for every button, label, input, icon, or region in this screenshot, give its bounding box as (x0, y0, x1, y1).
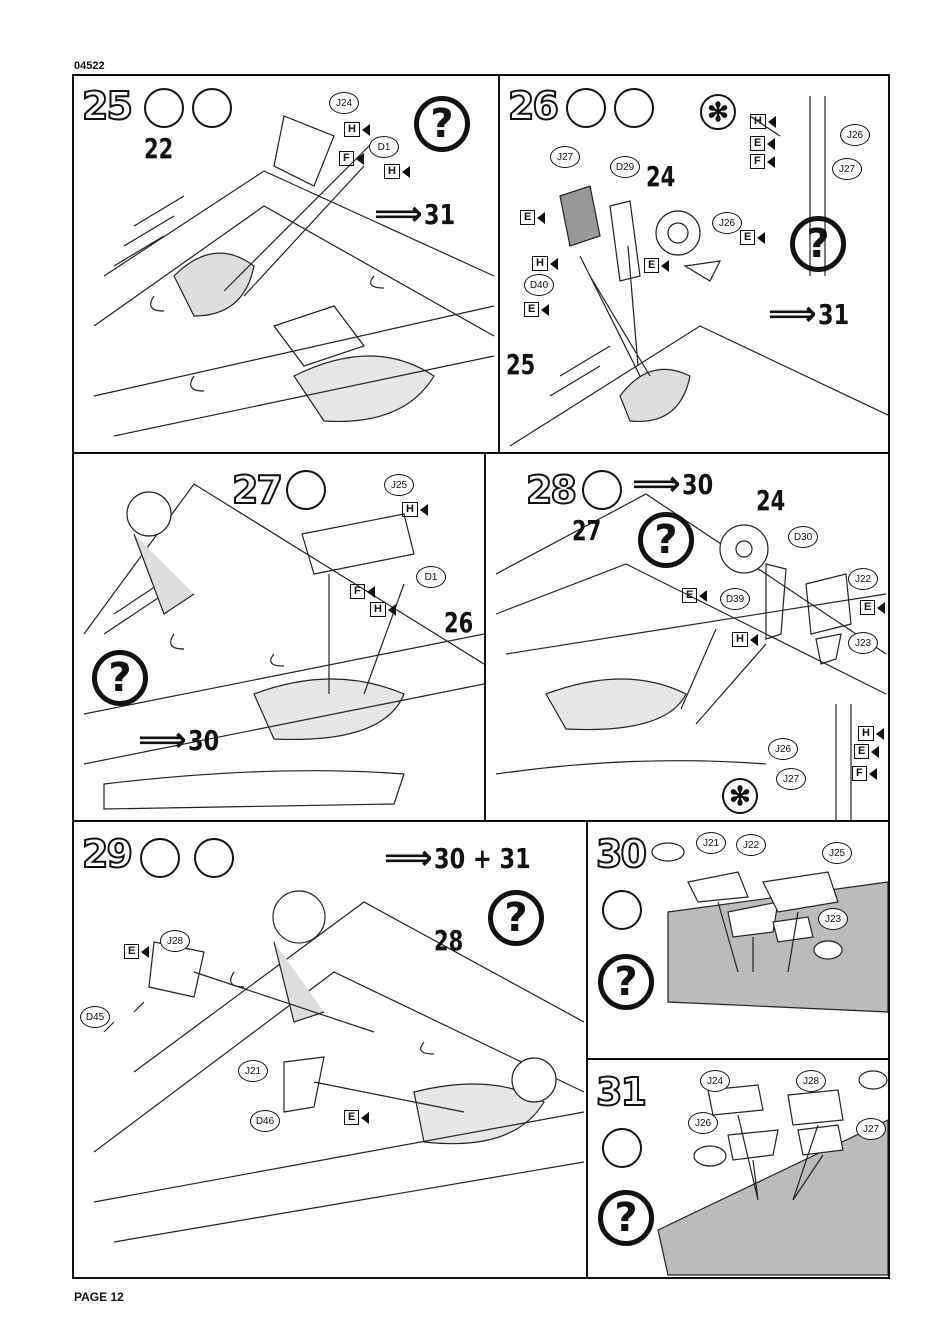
glue-icon (144, 88, 184, 128)
decal-flag: E (854, 744, 879, 759)
step-number: 27 (232, 468, 281, 512)
step-29-panel: 29 ⟹30 + 31 ? 28 J28 D45 J21 D46 E E (72, 820, 588, 1279)
step-25-panel: 25 22 J24 D1 H F H ? ⟹31 (72, 74, 500, 454)
goto-step-ref: ⟹30 (138, 720, 227, 760)
step-number: 26 (508, 84, 557, 128)
document-code: 04522 (74, 60, 105, 72)
part-number: 27 (572, 514, 601, 547)
step-number: 25 (82, 84, 131, 128)
glue-icon (602, 1128, 642, 1168)
question-icon: ? (92, 650, 148, 706)
callout-part: J26 (688, 1112, 718, 1134)
step-number: 29 (82, 832, 131, 876)
callout-part: J25 (384, 474, 414, 496)
callout-part: J24 (329, 92, 359, 114)
step-26-panel: 26 ✻ 24 25 J27 D29 J26 D40 J26 J27 E H E… (498, 74, 890, 454)
step-number: 30 (596, 832, 645, 876)
callout-part: J21 (696, 832, 726, 854)
part-number: 22 (144, 132, 173, 165)
callout-part: J26 (712, 212, 742, 234)
decal-flag: E (524, 302, 549, 317)
goto-step-ref: ⟹31 (374, 194, 463, 234)
asterisk-icon: ✻ (722, 778, 758, 814)
callout-part: J21 (238, 1060, 268, 1082)
decal-flag: E (644, 258, 669, 273)
clock-icon (192, 88, 232, 128)
callout-part: D1 (416, 566, 446, 588)
question-icon: ? (638, 512, 694, 568)
callout-part: J25 (822, 842, 852, 864)
callout-part: D29 (610, 156, 640, 178)
decal-flag: H (532, 256, 558, 271)
part-number: 25 (506, 348, 535, 381)
decal-flag: F (350, 584, 375, 599)
callout-part: D30 (788, 526, 818, 548)
goto-step-ref: ⟹31 (768, 294, 857, 334)
glue-icon (602, 890, 642, 930)
glue-icon (566, 88, 606, 128)
decal-flag: E (520, 210, 545, 225)
callout-part: J27 (832, 158, 862, 180)
callout-part: J26 (840, 124, 870, 146)
decal-flag: H (384, 164, 410, 179)
decal-flag: E (682, 588, 707, 603)
question-icon: ? (598, 1190, 654, 1246)
question-icon: ? (488, 890, 544, 946)
callout-part: J23 (818, 908, 848, 930)
decal-flag: E (860, 600, 885, 615)
asterisk-icon: ✻ (700, 94, 736, 130)
callout-part: J27 (856, 1118, 886, 1140)
step-number: 31 (596, 1070, 645, 1114)
decal-flag: E (344, 1110, 369, 1125)
decal-flag: H (858, 726, 884, 741)
question-icon: ? (790, 216, 846, 272)
step-30-panel: 30 ? J21 J22 J25 J23 (586, 820, 890, 1060)
decal-flag: H (732, 632, 758, 647)
callout-part: J27 (550, 146, 580, 168)
part-number: 24 (756, 484, 785, 517)
callout-part: J26 (768, 738, 798, 760)
part-number: 26 (444, 606, 473, 639)
callout-part: J28 (160, 930, 190, 952)
callout-part: D45 (80, 1006, 110, 1028)
callout-part: D46 (250, 1110, 280, 1132)
decal-flag: E (750, 136, 775, 151)
decal-flag: F (852, 766, 877, 781)
goto-step-ref: ⟹30 + 31 (384, 838, 555, 878)
decal-flag: F (750, 154, 775, 169)
decal-flag: H (370, 602, 396, 617)
question-icon: ? (598, 954, 654, 1010)
decal-flag: H (750, 114, 776, 129)
decal-flag: E (124, 944, 149, 959)
step-28-panel: 28 ⟹30 27 24 ? D30 J22 D39 J23 J26 J27 E… (484, 452, 890, 822)
part-number: 28 (434, 924, 463, 957)
decal-flag: E (740, 230, 765, 245)
callout-part: D39 (720, 588, 750, 610)
callout-part: J27 (776, 768, 806, 790)
part-number: 24 (646, 160, 675, 193)
decal-flag: F (339, 151, 364, 166)
page-number: PAGE 12 (74, 1290, 124, 1304)
clock-icon (614, 88, 654, 128)
callout-part: J28 (796, 1070, 826, 1092)
step-27-panel: 27 26 J25 D1 H F H ? ⟹30 (72, 452, 486, 822)
callout-part: J22 (848, 568, 878, 590)
callout-part: J22 (736, 834, 766, 856)
callout-part: J23 (848, 632, 878, 654)
goto-step-ref: ⟹30 (632, 464, 721, 504)
glue-icon (140, 838, 180, 878)
glue-icon (286, 470, 326, 510)
clock-icon (194, 838, 234, 878)
decal-flag: H (344, 122, 370, 137)
question-icon: ? (414, 96, 470, 152)
step-31-panel: 31 ? J24 J28 J26 J27 (586, 1058, 890, 1279)
decal-flag: H (402, 502, 428, 517)
step-number: 28 (526, 468, 575, 512)
callout-part: J24 (700, 1070, 730, 1092)
glue-icon (582, 470, 622, 510)
callout-part: D1 (369, 136, 399, 158)
callout-part: D40 (524, 274, 554, 296)
